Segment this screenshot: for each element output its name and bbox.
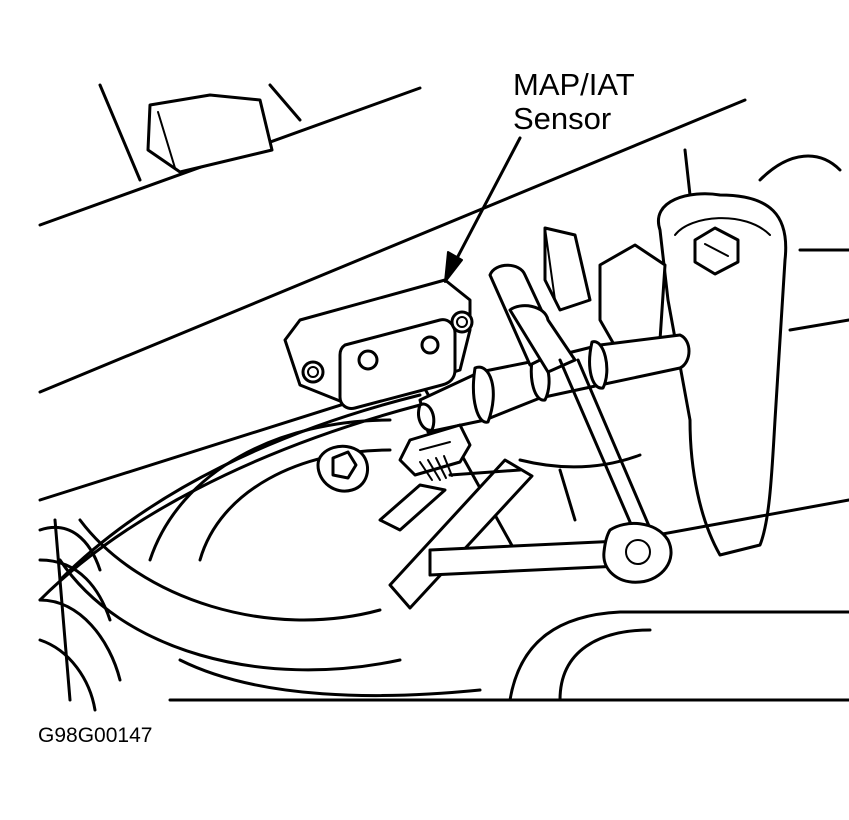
wiring-harness bbox=[378, 458, 534, 610]
sensor-label: MAP/IAT Sensor bbox=[513, 68, 635, 136]
intake-manifold bbox=[38, 83, 747, 502]
vacuum-elbow bbox=[488, 263, 577, 374]
sensor-label-line1: MAP/IAT bbox=[513, 67, 635, 102]
throttle-bracket bbox=[656, 148, 849, 557]
sensor-label-line2: Sensor bbox=[513, 101, 612, 136]
figure-id: G98G00147 bbox=[38, 724, 153, 747]
ribbed-hose bbox=[38, 518, 122, 712]
cable-bracket bbox=[543, 226, 667, 357]
sensor-connector bbox=[398, 423, 472, 481]
map-iat-sensor bbox=[283, 278, 474, 410]
leader-arrow bbox=[444, 136, 522, 283]
mounting-stud bbox=[316, 444, 369, 493]
vacuum-line bbox=[38, 393, 422, 602]
linkage-rod bbox=[428, 358, 673, 584]
